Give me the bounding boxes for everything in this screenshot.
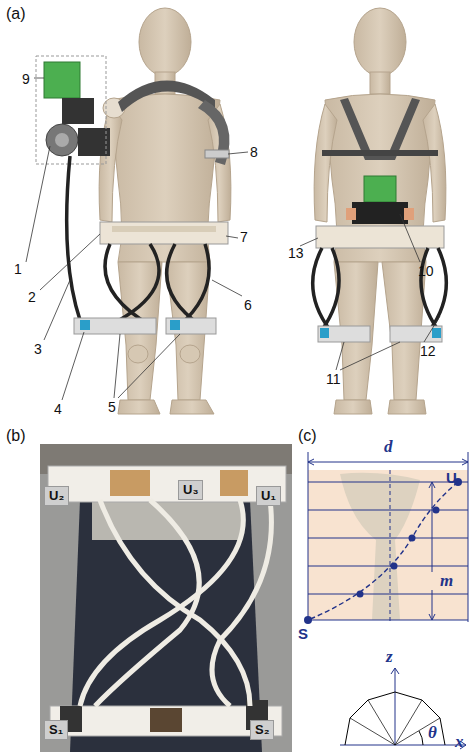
- part-label: U₁: [261, 488, 276, 503]
- callout-number: 11: [326, 372, 341, 386]
- dimension-label: S: [298, 626, 308, 641]
- callout-number: 5: [108, 400, 116, 414]
- callout-number: 9: [22, 72, 30, 86]
- callout-number: 8: [250, 145, 258, 159]
- panel-label: (b): [6, 428, 26, 444]
- dimension-label: d: [384, 438, 393, 455]
- part-label-box: S₂: [250, 720, 274, 740]
- part-label: U₂: [49, 488, 64, 503]
- dimension-label: θ: [428, 724, 437, 741]
- callout-number: 4: [54, 402, 62, 416]
- callout-number: 3: [34, 342, 42, 356]
- callout-number: 6: [244, 298, 252, 312]
- callout-number: 1: [14, 262, 22, 276]
- part-label-box: U₂: [44, 486, 69, 506]
- part-label-box: U₃: [178, 480, 203, 500]
- dimension-label: z: [386, 648, 393, 665]
- part-label: S₁: [49, 722, 63, 737]
- part-label: S₂: [255, 722, 269, 737]
- callout-number: 10: [418, 264, 434, 278]
- callout-number: 13: [288, 246, 304, 260]
- dimension-label: m: [440, 572, 453, 589]
- part-label: U₃: [183, 482, 198, 497]
- part-label-box: U₁: [256, 486, 281, 506]
- part-label-box: S₁: [44, 720, 68, 740]
- callout-number: 12: [420, 344, 436, 358]
- panel-label: (a): [6, 6, 26, 22]
- callout-number: 2: [28, 290, 36, 304]
- panel-label: (c): [298, 428, 317, 444]
- callout-number: 7: [240, 230, 248, 244]
- dimension-label: U: [446, 470, 457, 485]
- dimension-label: x: [455, 733, 464, 750]
